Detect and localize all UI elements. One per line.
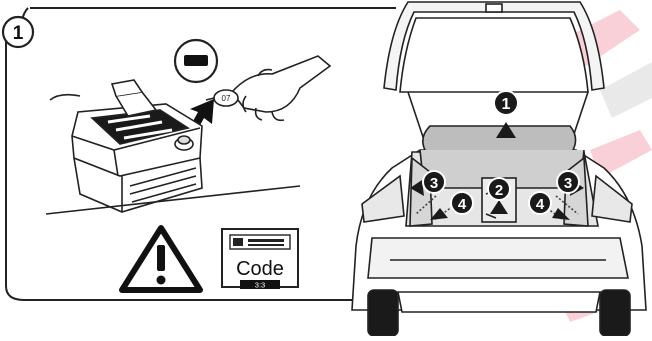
step-number: 1: [13, 23, 24, 44]
minus-icon: [173, 38, 219, 84]
radio-code-display: [240, 280, 280, 289]
callout-3-left: [422, 170, 446, 194]
callout-3-right: [556, 170, 580, 194]
step-badge: 1: [1, 15, 35, 49]
callout-4-left: [450, 191, 474, 215]
svg-text:3: 3: [564, 175, 572, 192]
svg-text:1: 1: [502, 96, 511, 113]
hand-illustration: [230, 55, 332, 122]
svg-text:2: 2: [495, 182, 503, 199]
warning-triangle-icon: [119, 225, 203, 293]
callout-4-right: [528, 191, 552, 215]
callout-1: [493, 90, 519, 116]
battery-clamp: 07: [205, 89, 239, 107]
svg-text:07: 07: [222, 94, 231, 103]
svg-text:3: 3: [430, 175, 438, 192]
radio-code-card: Code 3:3: [221, 228, 299, 290]
luggage-cover: [422, 125, 577, 153]
callout-2: [487, 177, 511, 201]
svg-text:4: 4: [458, 196, 467, 213]
panel-border: [5, 7, 396, 301]
battery-panel: 1 07: [1, 7, 396, 301]
battery-illustration: [49, 79, 203, 213]
svg-text:4: 4: [536, 196, 545, 213]
callouts: 1 2 3 3 4 4: [410, 90, 584, 220]
radio-code-value: 3:3: [255, 281, 265, 290]
radio-code-label: Code: [236, 258, 284, 280]
